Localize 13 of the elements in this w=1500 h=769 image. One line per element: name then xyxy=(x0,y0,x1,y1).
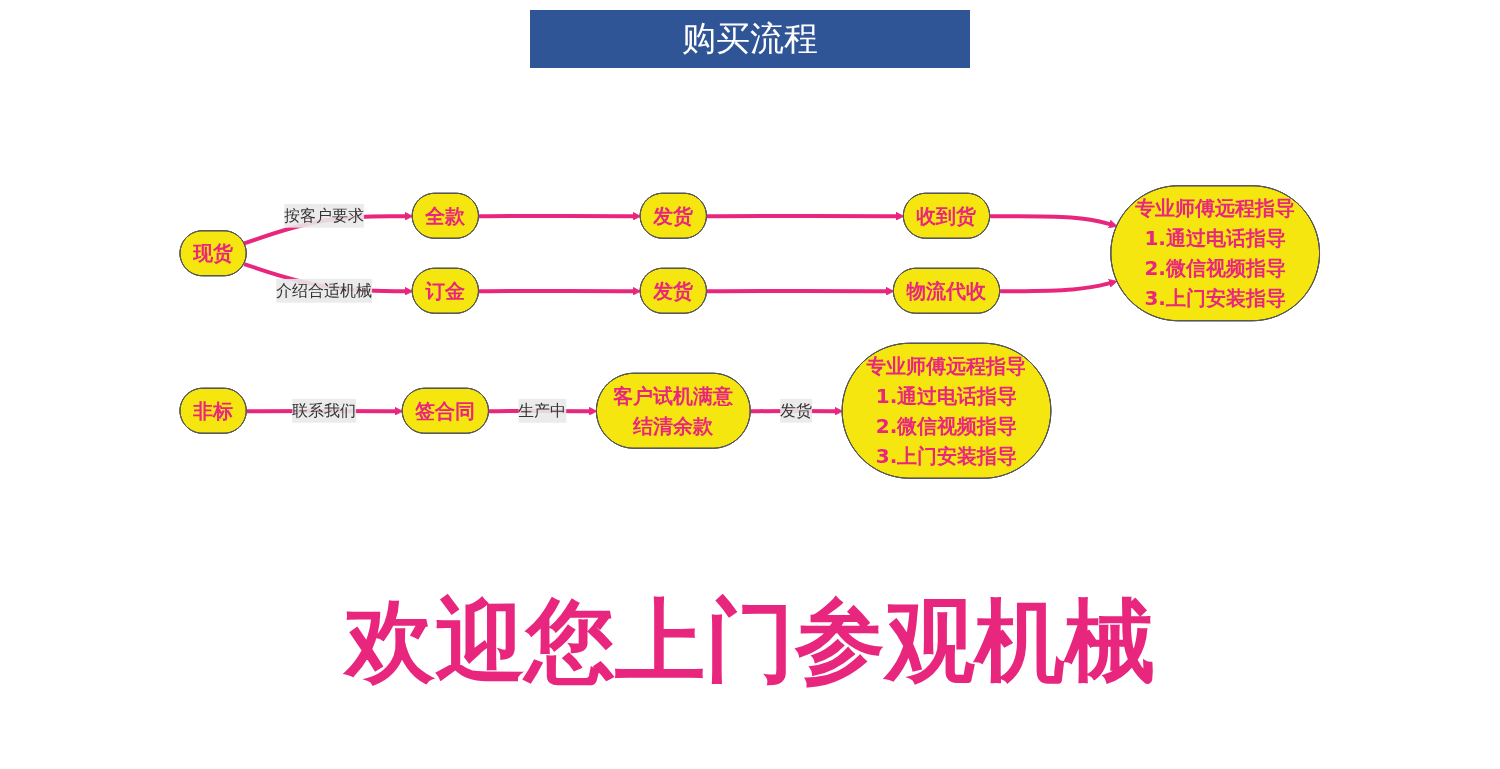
edge-label: 发货 xyxy=(780,400,813,420)
edge-label: 按客户要求 xyxy=(284,205,365,225)
arrow xyxy=(707,286,895,296)
arrow xyxy=(479,286,642,296)
title-banner: 购买流程 xyxy=(530,10,970,68)
edge-label: 联系我们 xyxy=(292,400,357,420)
arrow xyxy=(1000,279,1118,294)
arrow xyxy=(479,211,642,221)
slogan-text: 欢迎您上门参观机械 xyxy=(342,596,1156,686)
edge-label: 生产中 xyxy=(518,400,567,420)
arrow xyxy=(990,214,1118,229)
arrow xyxy=(707,211,905,221)
edge-label: 介绍合适机械 xyxy=(276,280,373,300)
